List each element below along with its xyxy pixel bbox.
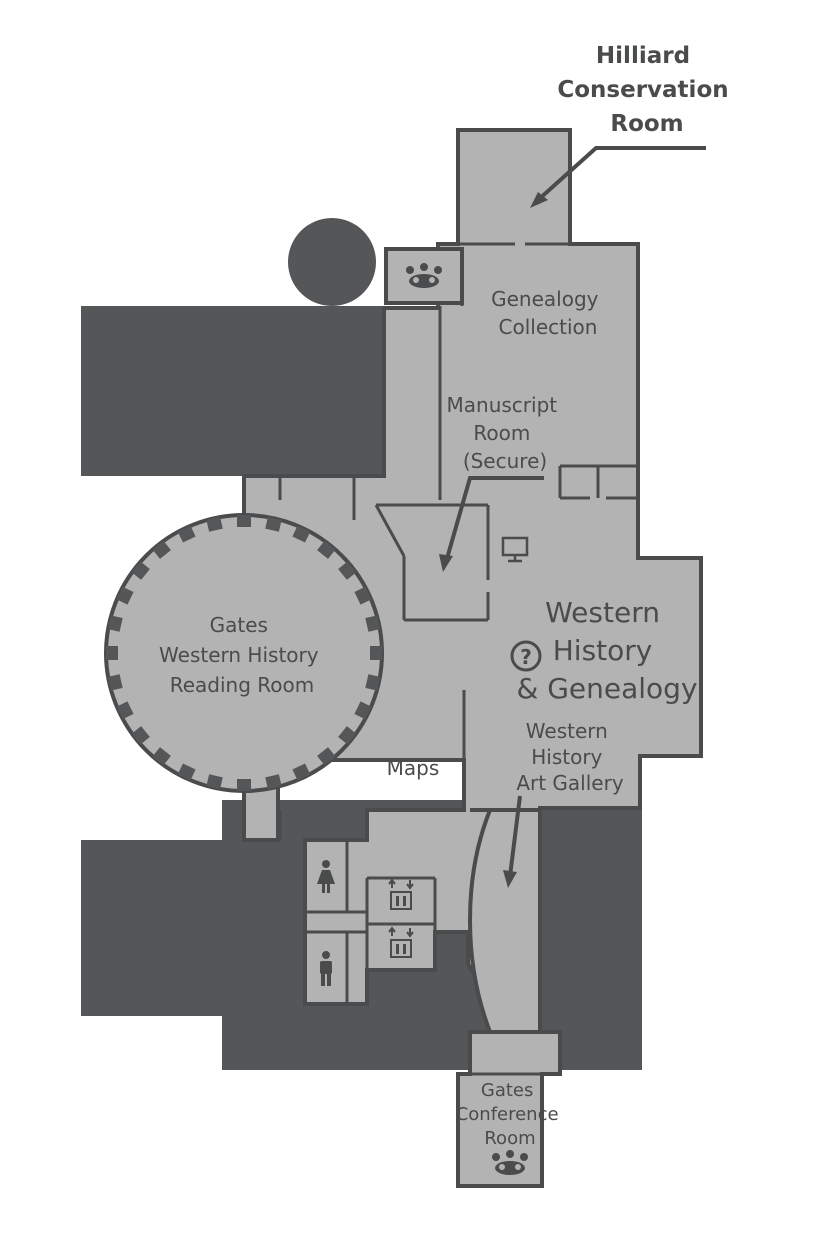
- elevator-icon[interactable]: [388, 878, 414, 910]
- reading-room-column: [265, 774, 282, 790]
- reading-room-column: [365, 674, 381, 691]
- meeting-room-icon: [492, 1150, 528, 1175]
- dark-block-upper-left: [81, 306, 441, 476]
- reading-room-column: [292, 525, 311, 543]
- reading-room-column: [131, 726, 150, 745]
- reading-room-column: [131, 561, 150, 580]
- maps-label: Maps: [387, 756, 440, 780]
- reading-room-column: [206, 774, 223, 790]
- manuscript-room-label: Manuscript Room (Secure): [447, 393, 564, 473]
- computer-icon: [501, 536, 529, 563]
- reading-room-column: [206, 516, 223, 532]
- reading-room-column: [292, 763, 311, 781]
- reading-room-column: [152, 540, 171, 559]
- reading-room-column: [354, 701, 372, 720]
- reading-room-column: [354, 586, 372, 605]
- reading-room-column: [152, 747, 171, 766]
- reading-room-column: [338, 561, 357, 580]
- elevator-icon[interactable]: [388, 926, 414, 958]
- interior-walls: [278, 242, 636, 1076]
- hilliard-label: Hilliard Conservation Room: [557, 43, 736, 137]
- non-public-areas: [81, 218, 642, 1070]
- mens-restroom-icon[interactable]: [320, 951, 332, 986]
- reading-room-column: [106, 646, 118, 660]
- genealogy-collection-label: Genealogy Collection: [491, 287, 605, 339]
- reading-room-column: [370, 646, 382, 660]
- art-gallery-corridor: [467, 808, 542, 1034]
- reading-room-columns: [106, 515, 382, 791]
- womens-restroom-icon[interactable]: [317, 860, 335, 893]
- reading-room-column: [237, 515, 251, 527]
- gates-reading-room[interactable]: [104, 513, 384, 793]
- reading-room-column: [317, 540, 336, 559]
- info-desk-symbol: ?: [520, 645, 532, 669]
- label-arrows: [439, 146, 706, 888]
- gates-reading-room-label: Gates Western History Reading Room: [159, 613, 325, 697]
- reading-room-column: [107, 615, 123, 632]
- dark-circle-tower: [288, 218, 376, 306]
- reading-room-column: [265, 516, 282, 532]
- info-desk-icon[interactable]: ?: [510, 640, 542, 672]
- reading-room-column: [116, 586, 134, 605]
- reading-room-column: [116, 701, 134, 720]
- reading-room-column: [317, 747, 336, 766]
- reading-room-column: [338, 726, 357, 745]
- art-gallery-label: Western History Art Gallery: [516, 719, 623, 795]
- reading-room-column: [177, 525, 196, 543]
- reading-room-column: [177, 763, 196, 781]
- gates-conference-room-label: Gates Conference Room: [456, 1080, 565, 1149]
- main-floor: [242, 128, 703, 1188]
- reading-room-column: [237, 779, 251, 791]
- reading-room-column: [365, 615, 381, 632]
- arrow-art-gallery: [508, 795, 522, 877]
- arrow-manuscript: [444, 476, 544, 563]
- western-history-genealogy-label: Western History & Genealogy: [516, 596, 697, 705]
- arrow-hilliard: [536, 146, 706, 202]
- meeting-room-icon: [406, 263, 442, 288]
- reading-room-column: [107, 674, 123, 691]
